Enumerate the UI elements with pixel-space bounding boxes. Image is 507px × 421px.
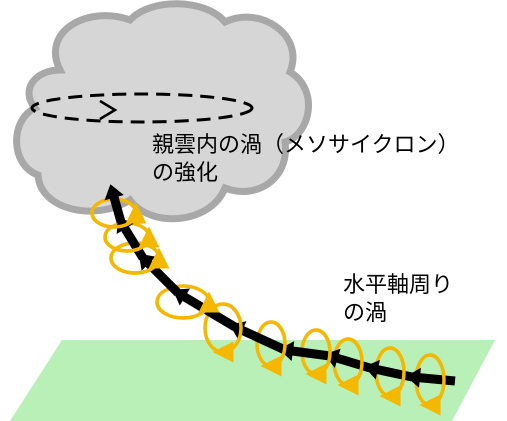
vortex-ring-front <box>212 302 243 363</box>
vortex-ring-front <box>90 202 147 229</box>
vortex-axis-segment <box>233 322 287 355</box>
vortex-ring-front <box>260 320 287 377</box>
mesocyclone-rotation-icon <box>30 92 254 124</box>
vortex-arrowhead <box>406 367 421 388</box>
vortex-arrowhead <box>364 359 380 380</box>
vortex-ring-front <box>419 353 446 416</box>
horizontal-vortex-label-line1: 水平軸周り <box>343 273 454 298</box>
vortex-ring-front <box>337 337 364 396</box>
vortex-arrowhead <box>279 341 295 361</box>
vortex-arrowhead <box>104 184 124 201</box>
vortex-ring-front <box>109 247 170 275</box>
parent-vortex-label-line2: の強化 <box>152 161 219 186</box>
vortex-ring-front <box>305 328 332 385</box>
vortex-ring-front <box>379 346 406 407</box>
horizontal-vortex-label-line2: の渦 <box>343 301 388 326</box>
vortex-ring-front <box>155 291 220 320</box>
parent-vortex-label: 親雲内の渦（メソサイクロン） の強化 <box>152 132 460 188</box>
parent-cloud <box>13 0 312 223</box>
parent-vortex-label-line1: 親雲内の渦（メソサイクロン） <box>152 133 460 158</box>
ground-plane <box>10 340 495 421</box>
horizontal-vortex-label: 水平軸周り の渦 <box>343 272 453 328</box>
vortex-ring-front <box>103 226 160 253</box>
tilted-vortex <box>90 184 456 416</box>
